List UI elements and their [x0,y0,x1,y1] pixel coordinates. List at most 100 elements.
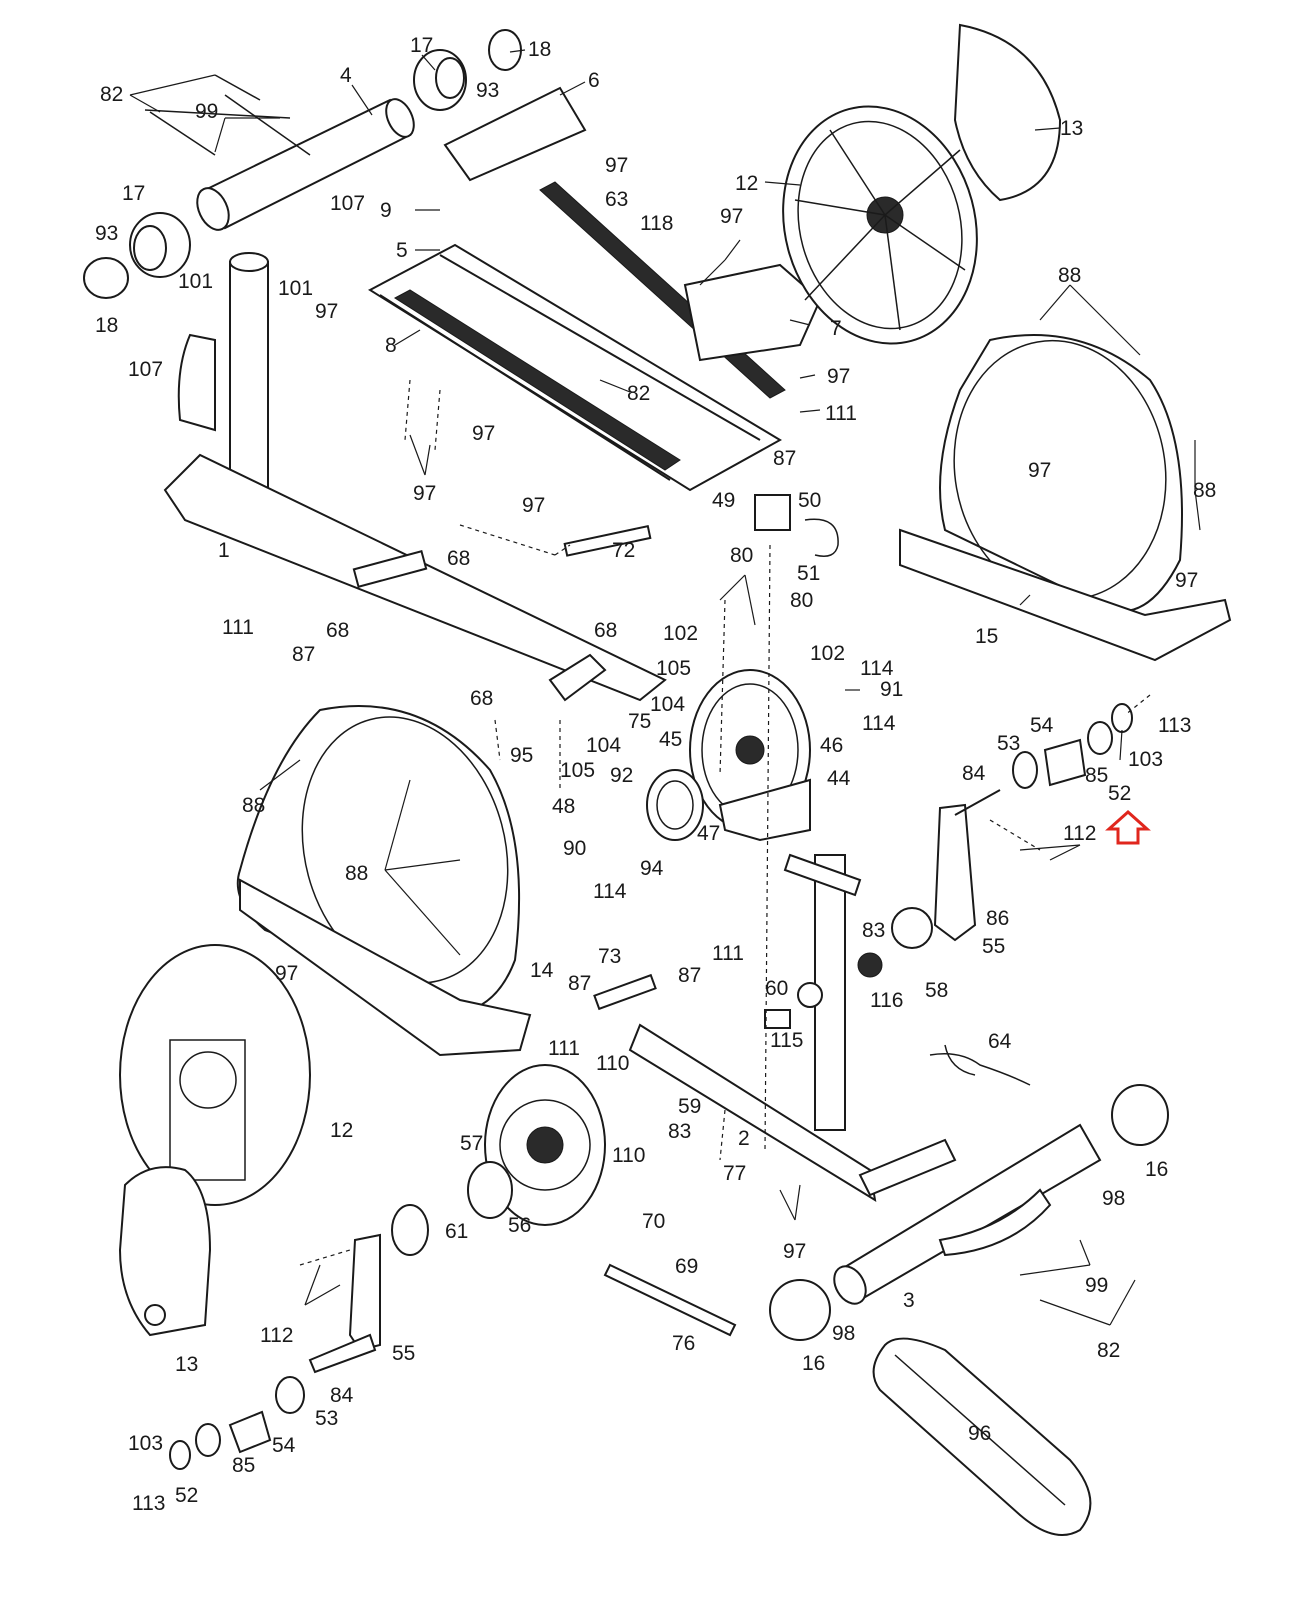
callout-label: 8 [385,334,397,357]
callout-label: 54 [1030,714,1054,737]
callout-label: 110 [596,1052,629,1075]
callout-label: 88 [1058,264,1081,287]
callout-label: 68 [447,547,470,570]
callout-label: 84 [330,1384,354,1407]
main-frame [163,252,667,702]
callout-label: 6 [588,69,600,92]
callout-label: 97 [275,962,298,985]
callout-label: 97 [1175,569,1198,592]
callout-label: 97 [522,494,545,517]
callout-label: 82 [100,83,123,106]
callout-label: 91 [880,678,903,701]
callout-label: 47 [697,822,720,845]
callout-label: 97 [472,422,495,445]
callout-label: 54 [272,1434,296,1457]
callout-label: 116 [870,989,903,1012]
callout-label: 73 [598,945,621,968]
callout-label: 114 [593,880,627,903]
callout-label: 3 [903,1289,915,1312]
callout-label: 53 [997,732,1020,755]
callout-label: 76 [672,1332,695,1355]
callout-label: 86 [986,907,1009,930]
callout-label: 118 [640,212,673,235]
callout-label: 14 [530,959,554,982]
callout-label: 102 [810,642,845,665]
callout-label: 99 [1085,1274,1108,1297]
callout-label: 52 [1108,782,1131,805]
seat-rail-assembly [367,86,822,557]
callout-label: 105 [656,657,691,680]
callout-label: 111 [548,1037,580,1060]
callout-label: 112 [260,1324,293,1347]
rear-stabilizer-and-belt [769,1044,1169,1536]
callout-label: 98 [832,1322,855,1345]
rear-frame-and-flywheel [391,853,957,1337]
callout-label: 111 [222,616,254,639]
callout-label: 83 [862,919,885,942]
callout-label: 48 [552,795,575,818]
callout-label: 53 [315,1407,338,1430]
callout-label: 96 [968,1422,991,1445]
callout-label: 87 [568,972,591,995]
callout-label: 113 [132,1492,165,1515]
callout-label: 17 [122,182,145,205]
flywheel-and-covers-upper [782,23,1232,662]
callout-labels: 82 4 17 18 93 6 99 97 17 93 107 9 63 118… [95,34,1216,1515]
callout-label: 18 [528,38,551,61]
callout-label: 95 [510,744,533,767]
callout-label: 18 [95,314,118,337]
callout-label: 111 [825,402,857,425]
callout-label: 102 [663,622,698,645]
callout-label: 68 [470,687,493,710]
callout-label: 107 [330,192,365,215]
callout-label: 101 [278,277,313,300]
callout-label: 13 [1060,117,1083,140]
callout-label: 55 [392,1342,415,1365]
callout-label: 44 [827,767,851,790]
callout-label: 90 [563,837,586,860]
left-crank-assembly [169,1233,381,1470]
callout-label: 112 [1063,822,1096,845]
callout-label: 92 [610,764,633,787]
callout-label: 83 [668,1120,691,1143]
callout-label: 56 [508,1214,531,1237]
alignment-dashes [299,379,1151,1266]
callout-label: 85 [1085,764,1108,787]
callout-label: 93 [95,222,118,245]
callout-label: 64 [988,1030,1012,1053]
callout-label: 68 [326,619,349,642]
callout-label: 88 [1193,479,1216,502]
callout-label: 107 [128,358,163,381]
callout-label: 5 [396,239,408,262]
callout-label: 115 [770,1029,803,1052]
callout-label: 80 [790,589,813,612]
callout-label: 61 [445,1220,468,1243]
callout-label: 97 [827,365,850,388]
callout-label: 16 [802,1352,825,1375]
callout-label: 12 [735,172,758,195]
callout-label: 72 [612,539,635,562]
callout-label: 7 [830,317,842,340]
callout-label: 110 [612,1144,645,1167]
callout-label: 87 [292,643,315,666]
callout-label: 59 [678,1095,701,1118]
callout-label: 82 [627,382,650,405]
callout-label: 94 [640,857,664,880]
callout-label: 113 [1158,714,1191,737]
callout-label: 69 [675,1255,698,1278]
callout-label: 52 [175,1484,198,1507]
callout-label: 57 [460,1132,483,1155]
callout-label: 46 [820,734,843,757]
callout-label: 88 [345,862,368,885]
callout-label: 63 [605,188,628,211]
callout-label: 97 [413,482,436,505]
callout-label: 97 [783,1240,806,1263]
callout-label: 68 [594,619,617,642]
callout-label: 16 [1145,1158,1168,1181]
callout-label: 60 [765,977,788,1000]
callout-label: 45 [659,728,682,751]
callout-label: 75 [628,710,651,733]
callout-label: 98 [1102,1187,1125,1210]
callout-label: 51 [797,562,820,585]
callout-label: 58 [925,979,948,1002]
